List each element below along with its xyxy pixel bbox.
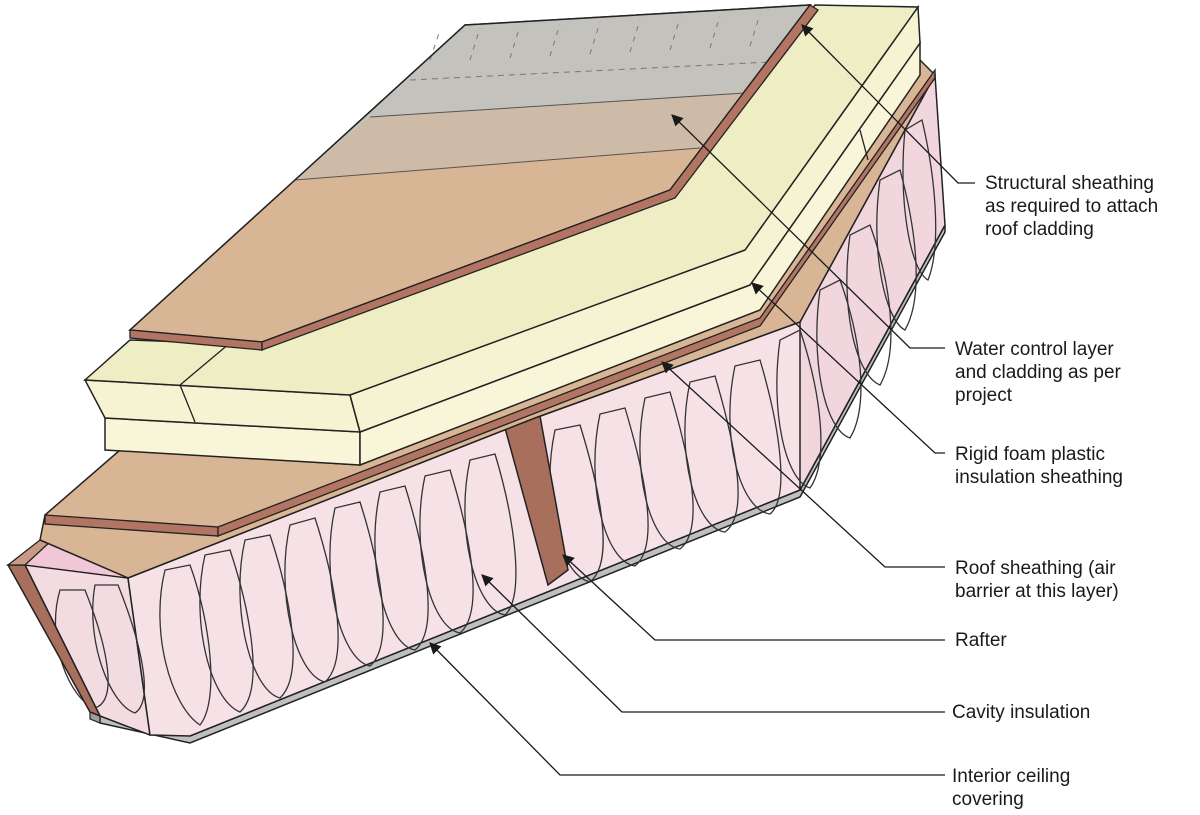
leader-roof-sheathing	[661, 361, 945, 568]
label-rigid-foam: Rigid foam plastic insulation sheathing	[955, 444, 1123, 488]
end-rafter	[6, 539, 102, 718]
leader-water-control	[671, 114, 945, 349]
label-rafter: Rafter	[955, 630, 1007, 651]
label-cavity-insulation: Cavity insulation	[952, 702, 1091, 723]
label-structural-sheathing: Structural sheathing as required to atta…	[985, 173, 1159, 240]
label-water-control-layer: Water control layer and cladding as per …	[955, 339, 1121, 406]
label-interior-ceiling: Interior ceiling covering	[952, 766, 1071, 810]
cladding-layer	[128, 4, 819, 351]
leader-lines	[429, 24, 975, 776]
leader-rafter	[562, 554, 945, 641]
roof-sheathing-layer	[39, 58, 936, 579]
label-roof-sheathing: Roof sheathing (air barrier at this laye…	[955, 558, 1119, 602]
rigid-foam-layer	[83, 4, 921, 467]
leader-interior-ceiling	[429, 642, 945, 776]
leader-rigid-foam	[751, 282, 945, 454]
leader-structural-sheathing	[801, 24, 975, 184]
leader-cavity-insulation	[481, 574, 945, 713]
